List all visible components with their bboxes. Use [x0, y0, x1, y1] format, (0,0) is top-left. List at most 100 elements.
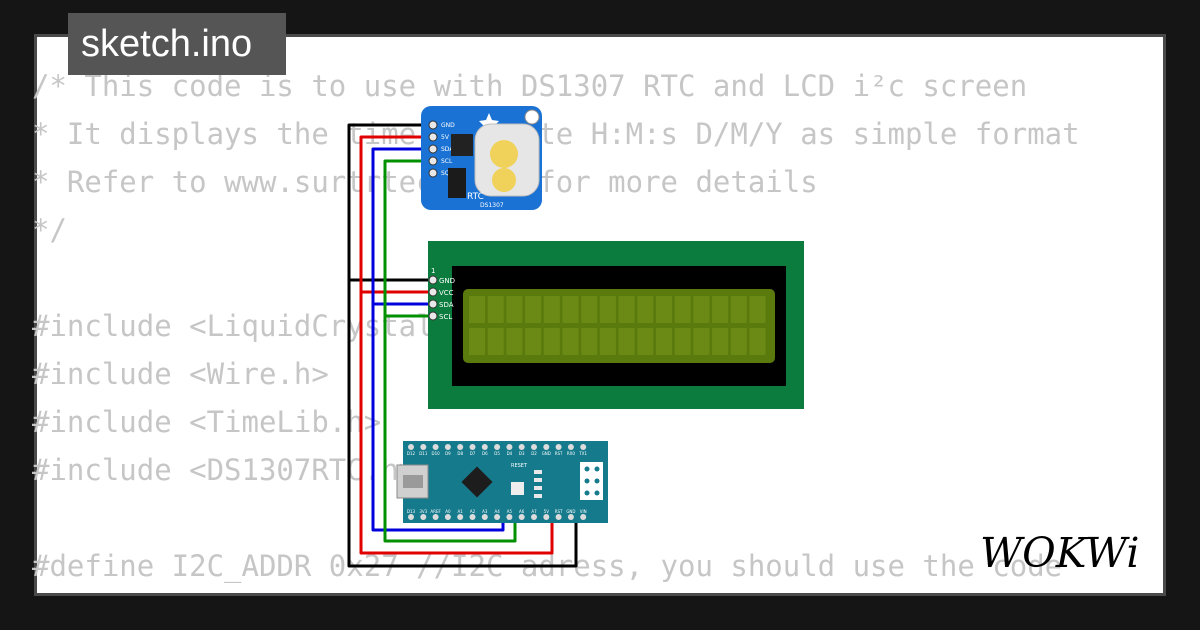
mounting-hole-icon — [524, 109, 540, 125]
nano-pin-label: D4 — [507, 451, 513, 456]
nano-pin[interactable] — [408, 514, 414, 520]
lcd-char-cell — [599, 328, 616, 355]
icsp-header — [580, 462, 603, 500]
wire-gnd[interactable] — [347, 123, 578, 568]
lcd-char-cells — [469, 296, 766, 355]
wires — [347, 123, 578, 568]
nano-pin-label: 5V — [544, 509, 550, 514]
lcd-char-cell — [543, 328, 560, 355]
nano-pin-label: A6 — [519, 509, 525, 514]
nano-pin[interactable] — [518, 514, 525, 520]
nano-pin[interactable] — [432, 444, 439, 450]
lcd-pin-headers — [428, 275, 438, 321]
nano-pin[interactable] — [580, 444, 587, 450]
lcd-char-cell — [487, 296, 504, 323]
rtc-chip — [451, 134, 473, 156]
nano-pin[interactable] — [567, 514, 574, 520]
wire-sda[interactable] — [371, 147, 505, 532]
lcd-module[interactable]: 1 GND VCC SDA SCL — [428, 241, 804, 409]
file-tab[interactable]: sketch.ino — [68, 13, 286, 75]
lcd-char-cell — [525, 296, 542, 323]
lcd-pin-vcc: VCC — [439, 289, 454, 297]
lcd-char-cell — [712, 296, 729, 323]
nano-pin-label: RST — [555, 451, 563, 456]
nano-pin-label: A3 — [482, 509, 488, 514]
nano-pin[interactable] — [457, 514, 464, 520]
lcd-char-cell — [618, 328, 635, 355]
rtc-pin-5v: 5V — [441, 134, 450, 141]
rtc-module[interactable]: GND 5V SDA SCL SQW RTC DS1307 — [421, 106, 542, 210]
nano-pin-label: D3 — [519, 451, 525, 456]
nano-pin[interactable] — [555, 444, 562, 450]
wokwi-logo[interactable]: WOKWi — [978, 525, 1148, 577]
nano-pin[interactable] — [506, 514, 513, 520]
nano-pin[interactable] — [494, 514, 501, 520]
nano-pin[interactable] — [543, 444, 550, 450]
nano-pin-label: GND — [566, 509, 575, 514]
wokwi-logo-text: WOKWi — [980, 529, 1139, 577]
nano-pin-label: D11 — [419, 451, 428, 456]
rtc-label: RTC — [467, 192, 484, 202]
lcd-char-cell — [487, 328, 504, 355]
code-line: #define I2C_ADDR 0x27 //I2C adress, you … — [32, 549, 1063, 583]
wire-scl[interactable] — [383, 159, 517, 543]
nano-pin[interactable] — [531, 514, 537, 520]
nano-pin[interactable] — [518, 444, 525, 450]
coin-cell-battery-icon — [490, 140, 518, 168]
nano-pin[interactable] — [543, 514, 550, 520]
nano-pin-label: D13 — [407, 509, 416, 514]
lcd-char-cell — [562, 296, 579, 323]
rtc-model-label: DS1307 — [480, 202, 504, 209]
nano-bottom-pin-row — [408, 514, 587, 520]
nano-pin[interactable] — [494, 444, 501, 450]
nano-pin-label: D9 — [445, 451, 451, 456]
reset-button[interactable] — [511, 482, 524, 495]
lcd-pin-scl: SCL — [439, 313, 452, 321]
nano-pin[interactable] — [469, 514, 476, 520]
reset-label: RESET — [511, 463, 528, 469]
lcd-char-cell — [637, 328, 654, 355]
code-line: */ — [32, 213, 67, 247]
nano-pin-label: D8 — [457, 451, 463, 456]
nano-pin[interactable] — [457, 444, 464, 450]
nano-pin-label: AREF — [430, 509, 441, 514]
nano-pin[interactable] — [531, 444, 537, 450]
lcd-char-cell — [693, 328, 710, 355]
lcd-char-cell — [506, 296, 523, 323]
lcd-char-cell — [749, 296, 766, 323]
rtc-pin-sda: SDA — [441, 146, 454, 153]
nano-pin[interactable] — [567, 444, 574, 450]
rtc-pin-headers — [428, 120, 438, 178]
lcd-char-cell — [730, 296, 747, 323]
lcd-char-cell — [469, 296, 485, 323]
lcd-char-cell — [637, 296, 654, 323]
nano-pin-label: D6 — [482, 451, 488, 456]
lcd-char-cell — [525, 328, 542, 355]
nano-pin[interactable] — [481, 514, 488, 520]
nano-pin[interactable] — [469, 444, 476, 450]
lcd-char-cell — [674, 296, 691, 323]
lcd-char-cell — [618, 296, 635, 323]
code-line: #include <Wire.h> — [32, 357, 329, 391]
nano-pin[interactable] — [555, 514, 562, 520]
lcd-char-cell — [562, 328, 579, 355]
coin-cell-battery-icon — [492, 168, 516, 192]
wire-vcc[interactable] — [359, 135, 554, 555]
lcd-char-cell — [543, 296, 560, 323]
lcd-char-cell — [581, 296, 598, 323]
nano-pin[interactable] — [420, 444, 427, 450]
nano-pin[interactable] — [432, 514, 439, 520]
rtc-pin-gnd: GND — [441, 122, 455, 129]
nano-pin[interactable] — [481, 444, 488, 450]
nano-pin[interactable] — [580, 514, 587, 520]
nano-pin[interactable] — [444, 444, 451, 450]
nano-pin-label: 3V3 — [419, 509, 427, 514]
nano-pin[interactable] — [506, 444, 513, 450]
nano-pin[interactable] — [420, 514, 427, 520]
status-leds — [534, 470, 542, 498]
nano-pin[interactable] — [444, 514, 451, 520]
nano-pin[interactable] — [408, 444, 414, 450]
